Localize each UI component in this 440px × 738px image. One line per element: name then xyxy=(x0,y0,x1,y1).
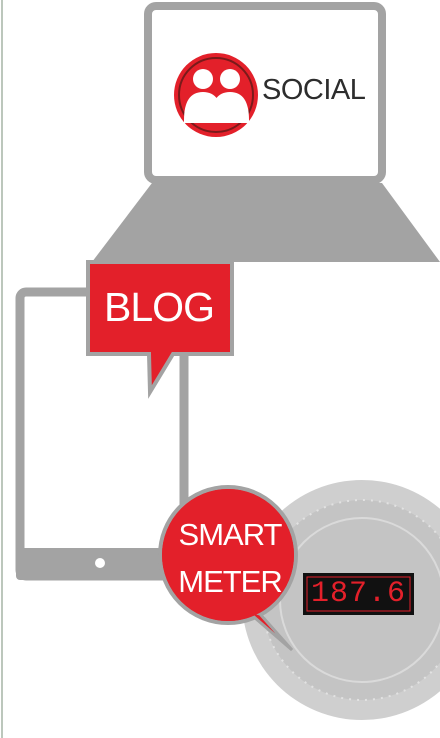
social-label: SOCIAL xyxy=(262,74,365,107)
smart-meter-label-line2: METER xyxy=(168,564,292,600)
blog-label: BLOG xyxy=(86,284,232,331)
social-badge xyxy=(174,53,258,137)
laptop-keyboard-base xyxy=(92,183,440,262)
smart-meter-bubble-fill xyxy=(162,489,294,621)
tablet-home-button xyxy=(95,558,105,568)
laptop xyxy=(92,6,440,262)
meter-reading: 187.6 xyxy=(307,577,410,611)
social-badge-ring xyxy=(174,53,258,137)
smart-meter-label-line1: SMART xyxy=(168,517,292,553)
left-border xyxy=(1,0,3,738)
